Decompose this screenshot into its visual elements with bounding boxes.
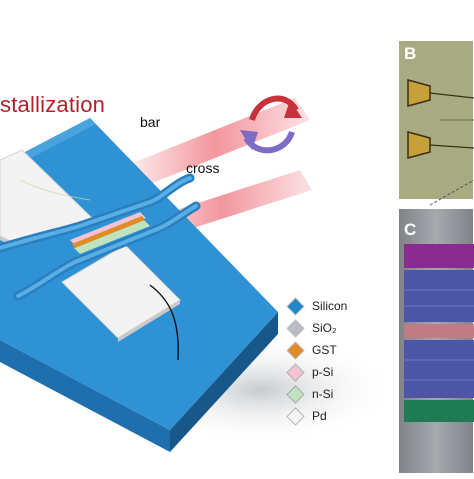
waveguide-upper-highlight bbox=[0, 176, 192, 250]
cross-label: cross bbox=[186, 160, 220, 176]
legend-swatch bbox=[287, 408, 304, 424]
sem-layer-magenta bbox=[404, 244, 474, 268]
sem-layer-blue-2 bbox=[404, 340, 474, 398]
legend-item: SiO₂ bbox=[286, 317, 396, 339]
n-si-strip bbox=[74, 220, 150, 254]
panel-b-label: B bbox=[404, 44, 417, 63]
legend-label: Pd bbox=[312, 409, 327, 423]
legend-item: p-Si bbox=[286, 361, 396, 383]
crystallization-title: stallization bbox=[0, 92, 106, 117]
legend-swatch bbox=[287, 298, 304, 314]
legend-swatch bbox=[287, 342, 304, 358]
waveguide-lower-highlight bbox=[16, 204, 198, 298]
legend-label: n-Si bbox=[312, 387, 334, 401]
panel-c-label: C bbox=[404, 220, 417, 239]
substrate-right-face bbox=[170, 312, 278, 452]
legend-item: Pd bbox=[286, 405, 396, 427]
legend-item: GST bbox=[286, 339, 396, 361]
lead-wire bbox=[149, 284, 179, 361]
sem-layer-gst bbox=[404, 324, 474, 338]
legend-label: p-Si bbox=[312, 365, 334, 379]
legend-label: GST bbox=[312, 343, 337, 357]
legend-swatch bbox=[287, 386, 304, 402]
panel-connector bbox=[429, 179, 474, 206]
purple-arrow-head bbox=[240, 130, 258, 150]
legend-item: Silicon bbox=[286, 295, 396, 317]
faint-trace bbox=[19, 179, 91, 201]
red-arrow-head bbox=[284, 100, 302, 118]
gst-strip bbox=[72, 216, 145, 248]
panel-b-pad-1 bbox=[407, 79, 431, 107]
legend-swatch bbox=[287, 320, 304, 336]
legend-label: SiO₂ bbox=[312, 321, 337, 335]
sem-layer-green bbox=[404, 400, 474, 422]
sem-layer-blue-1 bbox=[404, 270, 474, 322]
bar-label: bar bbox=[140, 114, 161, 130]
legend-item: n-Si bbox=[286, 383, 396, 405]
bar-laser-beam bbox=[120, 98, 310, 190]
panel-b-pad-2 bbox=[407, 131, 431, 159]
pd-pad-lower-edge bbox=[118, 300, 180, 342]
legend-swatch bbox=[287, 364, 304, 380]
legend-label: Silicon bbox=[312, 299, 348, 313]
substrate-front-face bbox=[0, 340, 170, 452]
